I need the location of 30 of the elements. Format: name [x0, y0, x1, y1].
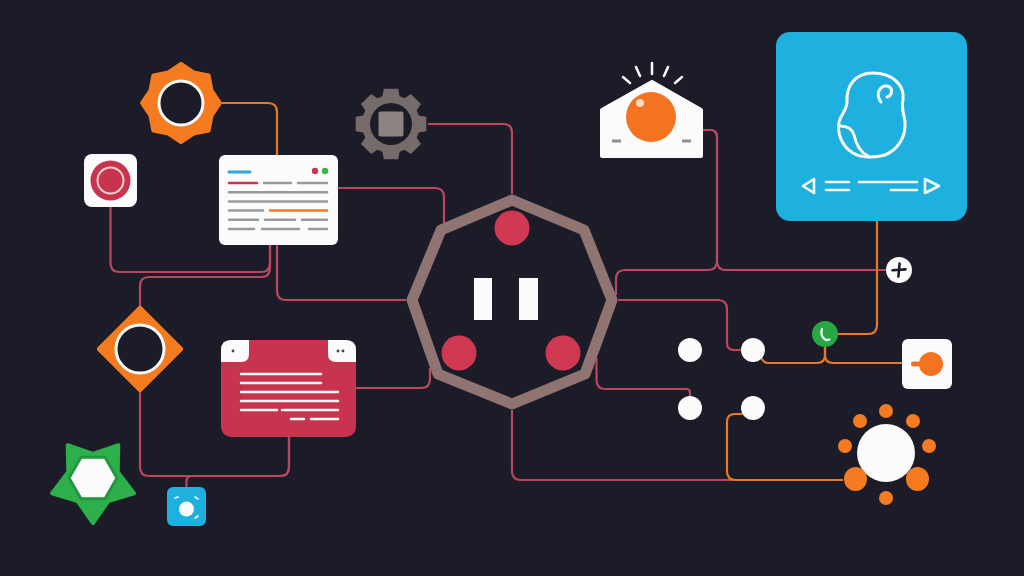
connector-line [823, 347, 902, 365]
dot-icon [678, 338, 702, 362]
connector-line [703, 128, 886, 272]
gear-icon [354, 87, 428, 161]
connector-line [595, 358, 692, 396]
dot-icon [678, 396, 702, 420]
star-hexagon-icon [50, 443, 136, 526]
profile-card [776, 32, 967, 221]
connector-line [222, 101, 279, 155]
connector-line [185, 437, 291, 487]
phone-icon [812, 321, 838, 347]
ring-badge-icon [139, 61, 223, 145]
connector-line [109, 207, 272, 274]
dot-icon [741, 338, 765, 362]
plus-icon [886, 257, 912, 283]
alarm-light-icon [600, 61, 704, 159]
message-card [221, 340, 356, 437]
connector-line [618, 298, 741, 352]
connector-line [838, 221, 879, 336]
connector-line [428, 122, 514, 194]
connector-line [275, 245, 406, 302]
apple-tile-icon [167, 487, 206, 526]
record-icon [84, 154, 137, 207]
dot-icon [741, 396, 765, 420]
sun-icon [836, 401, 938, 507]
connector-line [338, 186, 446, 224]
diamond-ring-icon [97, 306, 183, 392]
connector-line [138, 245, 272, 306]
document-window [219, 155, 338, 245]
drop-tile-icon [902, 339, 952, 389]
